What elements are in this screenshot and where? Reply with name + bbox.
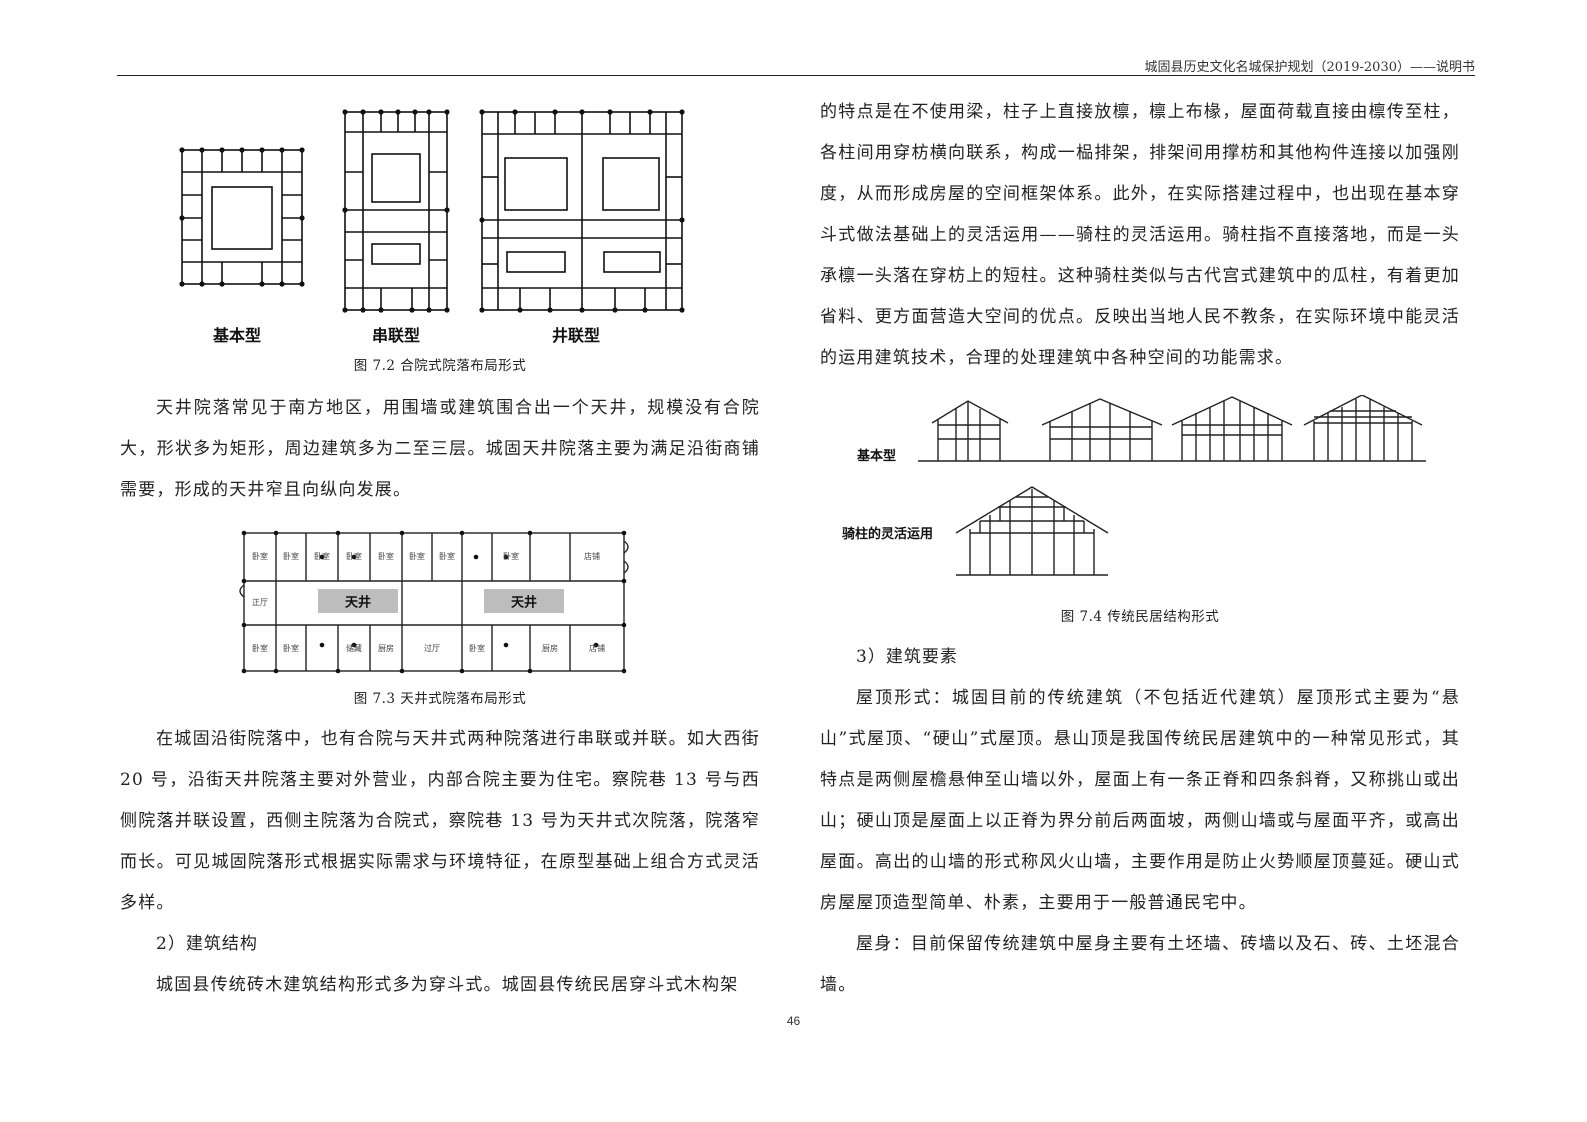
plan-parallel [481, 111, 683, 311]
section-b [1041, 398, 1168, 462]
figure-7-2: 基本型 串联型 井联型 [120, 92, 760, 354]
paragraph-tianjing: 天井院落常见于南方地区，用围墙或建筑围合出一个天井，规模没有合院大，形状多为矩形… [120, 398, 760, 500]
room-label: 店铺 [584, 552, 600, 561]
plan-basic [181, 149, 303, 285]
section-qizhu [955, 486, 1109, 576]
room-label: 过厅 [424, 644, 440, 653]
room-label: 卧室 [346, 552, 362, 561]
room-label: 储藏 [346, 644, 362, 653]
courtyard-plans-drawing [179, 109, 685, 313]
plan-serial [344, 111, 448, 311]
room-label: 卧室 [378, 552, 394, 561]
section-label-qizhu: 骑柱的灵活运用 [842, 527, 934, 542]
section-d [1296, 395, 1426, 462]
room-label: 店铺 [589, 644, 605, 653]
header-title: 城固县历史文化名城保护规划（2019-2030）——说明书 [1144, 60, 1475, 75]
room-label: 厨房 [378, 644, 394, 653]
header-rule [117, 75, 1475, 76]
plan-label-parallel: 井联型 [552, 326, 601, 345]
room-label: 卧室 [283, 552, 299, 561]
heading-elements: 3）建筑要素 [856, 647, 958, 667]
plan-label-basic: 基本型 [213, 326, 262, 345]
tianjing-plan-drawing [239, 530, 629, 674]
room-label: 厨房 [542, 644, 558, 653]
room-label: 卧室 [283, 644, 299, 653]
tianjing-label: 天井 [510, 595, 538, 611]
figure-7-4: 基本型 骑柱的灵活运用 [820, 395, 1460, 605]
paragraph-combination: 在城固沿街院落中，也有合院与天井式两种院落进行串联或并联。如大西街 20 号，沿… [120, 729, 760, 913]
room-label: 卧室 [409, 552, 425, 561]
paragraph-body: 屋身：目前保留传统建筑中屋身主要有土坯墙、砖墙以及石、砖、土坯混合墙。 [820, 934, 1460, 995]
room-label: 卧室 [314, 552, 330, 561]
page-number: 46 [786, 1014, 801, 1028]
figure-7-4-caption: 图 7.4 传统民居结构形式 [1060, 609, 1220, 625]
section-c [1168, 396, 1296, 462]
section-label-basic: 基本型 [857, 449, 897, 464]
paragraph-structure-start: 城固县传统砖木建筑结构形式多为穿斗式。城固县传统民居穿斗式木构架 [156, 975, 739, 995]
room-label: 卧室 [469, 644, 485, 653]
plan-label-serial: 串联型 [372, 326, 421, 345]
room-label: 卧室 [439, 552, 455, 561]
room-label: 卧室 [503, 552, 519, 561]
right-column: 的特点是在不使用梁，柱子上直接放檩，檩上布椽，屋面荷载直接由檩传至柱，各柱间用穿… [820, 92, 1460, 1006]
paragraph-roof: 屋顶形式：城固目前的传统建筑（不包括近代建筑）屋顶形式主要为“悬山”式屋顶、“硬… [820, 688, 1460, 913]
figure-7-3-caption: 图 7.3 天井式院落布局形式 [353, 691, 527, 707]
room-label: 卧室 [252, 644, 268, 653]
left-column: 基本型 串联型 井联型 图 7.2 合院式院落布局形式 天井院落常见于南方地区，… [120, 92, 760, 1006]
figure-7-2-caption: 图 7.2 合院式院落布局形式 [353, 358, 527, 374]
figure-7-3: 卧室 卧室 卧室 卧室 卧室 卧室 卧室 卧室 店铺 正厅 卧室 卧室 储藏 厨… [120, 527, 760, 687]
tianjing-label: 天井 [344, 595, 372, 611]
section-a [918, 400, 1042, 462]
room-label: 卧室 [252, 552, 268, 561]
room-label: 正厅 [252, 598, 268, 607]
paragraph-structure-continued: 的特点是在不使用梁，柱子上直接放檩，檩上布椽，屋面荷载直接由檩传至柱，各柱间用穿… [820, 102, 1460, 368]
structure-sections-drawing [918, 395, 1426, 576]
heading-structure: 2）建筑结构 [156, 934, 258, 954]
